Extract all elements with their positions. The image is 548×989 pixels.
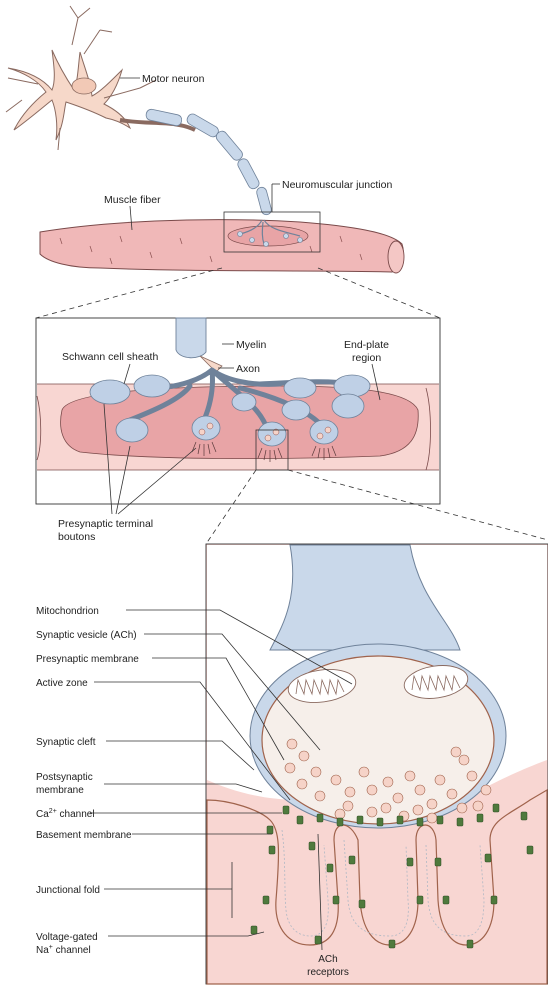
ion-channel — [417, 818, 423, 826]
ion-channel — [359, 900, 365, 908]
label-synaptic-cleft: Synaptic cleft — [36, 737, 96, 748]
synaptic-vesicle — [315, 791, 325, 801]
ion-channel — [337, 818, 343, 826]
synaptic-vesicle — [287, 739, 297, 749]
synapse-detail-panel — [206, 544, 548, 984]
synaptic-vesicle — [405, 771, 415, 781]
label-axon: Axon — [236, 363, 260, 375]
synaptic-vesicle — [451, 747, 461, 757]
ion-channel — [283, 806, 289, 814]
synaptic-vesicle — [467, 771, 477, 781]
muscle-fiber — [40, 220, 404, 273]
synaptic-vesicle — [311, 767, 321, 777]
synaptic-vesicle — [299, 751, 309, 761]
ion-channel — [527, 846, 533, 854]
ion-channel — [315, 936, 321, 944]
synaptic-vesicle — [435, 775, 445, 785]
synaptic-vesicle — [457, 803, 467, 813]
label-mitochondrion: Mitochondrion — [36, 606, 99, 617]
ion-channel — [457, 818, 463, 826]
ion-channel — [357, 816, 363, 824]
label-muscle-fiber: Muscle fiber — [104, 194, 161, 206]
label-presynaptic-terminal-line2: boutons — [58, 531, 95, 543]
ion-channel — [491, 896, 497, 904]
ion-channel — [485, 854, 491, 862]
label-end-plate-line2: region — [352, 352, 381, 364]
synaptic-vesicle — [381, 803, 391, 813]
label-basement-membrane: Basement membrane — [36, 830, 132, 841]
ion-channel — [309, 842, 315, 850]
ion-channel — [327, 864, 333, 872]
ion-channel — [317, 814, 323, 822]
ion-channel — [263, 896, 269, 904]
label-neuromuscular-junction: Neuromuscular junction — [282, 179, 392, 191]
label-ach-receptors-line2: receptors — [307, 967, 349, 978]
ion-channel — [333, 896, 339, 904]
label-ach-receptors-line1: ACh — [318, 954, 337, 965]
synaptic-vesicle — [415, 785, 425, 795]
ion-channel — [477, 814, 483, 822]
ion-channel — [435, 858, 441, 866]
motor-neuron — [6, 6, 272, 216]
label-voltage-gated-line1: Voltage-gated — [36, 932, 98, 943]
label-postsynaptic-line2: membrane — [36, 785, 84, 796]
label-ca-channel: Ca2+ channel — [36, 808, 95, 820]
label-presynaptic-terminal-line1: Presynaptic terminal — [58, 518, 153, 530]
synaptic-vesicle — [335, 809, 345, 819]
ion-channel — [493, 804, 499, 812]
synaptic-vesicle — [393, 793, 403, 803]
label-presynaptic-membrane: Presynaptic membrane — [36, 654, 139, 665]
synaptic-vesicle — [427, 799, 437, 809]
synaptic-vesicle — [383, 777, 393, 787]
ion-channel — [269, 846, 275, 854]
ion-channel — [521, 812, 527, 820]
synaptic-vesicle — [427, 813, 437, 823]
synaptic-vesicle — [459, 755, 469, 765]
label-junctional-fold: Junctional fold — [36, 885, 100, 896]
ion-channel — [297, 816, 303, 824]
synaptic-vesicle — [413, 805, 423, 815]
ion-channel — [437, 816, 443, 824]
synaptic-vesicle — [285, 763, 295, 773]
synaptic-vesicle — [481, 785, 491, 795]
ion-channel — [397, 816, 403, 824]
ion-channel — [349, 856, 355, 864]
synaptic-vesicle — [297, 779, 307, 789]
synaptic-vesicle — [473, 801, 483, 811]
ion-channel — [417, 896, 423, 904]
label-synaptic-vesicle: Synaptic vesicle (ACh) — [36, 630, 137, 641]
label-postsynaptic-line1: Postsynaptic — [36, 772, 93, 783]
label-schwann-cell-sheath: Schwann cell sheath — [62, 351, 158, 363]
synaptic-vesicle — [359, 767, 369, 777]
ion-channel — [267, 826, 273, 834]
ion-channel — [377, 818, 383, 826]
synaptic-vesicle — [345, 787, 355, 797]
synaptic-vesicle — [367, 807, 377, 817]
ion-channel — [467, 940, 473, 948]
label-motor-neuron: Motor neuron — [142, 73, 205, 85]
synaptic-vesicle — [331, 775, 341, 785]
label-active-zone: Active zone — [36, 678, 88, 689]
label-na-channel: Na+ channel — [36, 944, 91, 956]
synaptic-vesicle — [447, 789, 457, 799]
ion-channel — [443, 896, 449, 904]
synaptic-vesicle — [343, 801, 353, 811]
synaptic-vesicle — [367, 785, 377, 795]
ion-channel — [407, 858, 413, 866]
ion-channel — [251, 926, 257, 934]
ion-channel — [389, 940, 395, 948]
label-end-plate-line1: End-plate — [344, 339, 389, 351]
label-myelin: Myelin — [236, 339, 267, 351]
